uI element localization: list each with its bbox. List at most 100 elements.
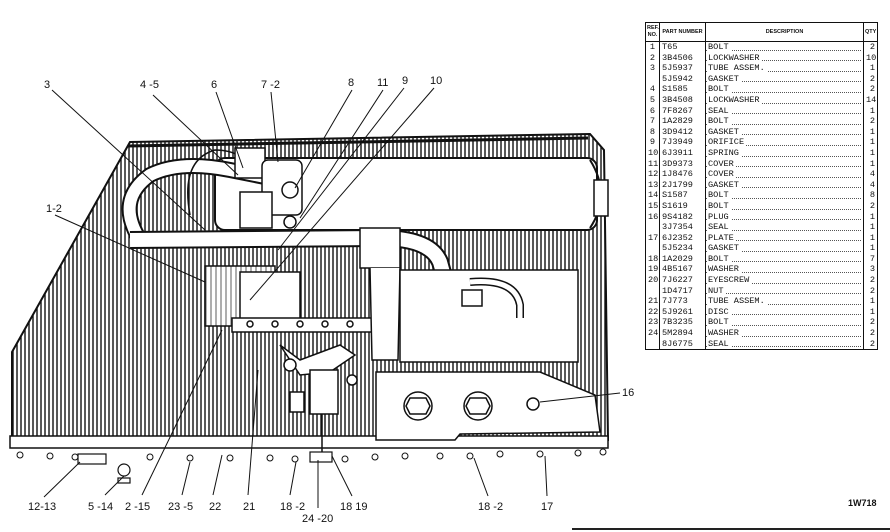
dot-leader <box>706 240 861 242</box>
qty-cell: 8 <box>863 190 878 201</box>
bottom-rule <box>572 528 890 530</box>
part-number-cell: 5J9261 <box>659 306 706 318</box>
description-text: PLATE <box>708 232 736 243</box>
qty-cell: 2 <box>863 73 878 85</box>
part-number-cell: 6J2352 <box>659 232 706 244</box>
valve-block <box>234 147 303 229</box>
description-text: PLUG <box>708 211 731 222</box>
qty-cell: 1 <box>863 126 878 138</box>
description-text: GASKET <box>708 73 741 84</box>
dot-leader <box>706 293 861 295</box>
dot-leader <box>706 219 861 221</box>
part-number-cell: 7B3235 <box>659 317 706 329</box>
description-text: WASHER <box>708 264 741 275</box>
part-number-cell: 7J3949 <box>659 137 706 148</box>
engine-parts-diagram: 3 4 -5 6 7 -2 8 11 9 10 1-2 16 12-13 5 -… <box>9 75 634 525</box>
base-bolts <box>16 448 607 463</box>
description-text: GASKET <box>708 243 741 254</box>
header-qty: QTY <box>863 22 878 42</box>
description-text: SEAL <box>708 105 731 116</box>
part-number-cell: 6J3911 <box>659 147 706 159</box>
part-number-cell: 3B4508 <box>659 94 706 106</box>
ref-cell: 16 <box>645 211 660 223</box>
table-header-row: REF. NO. PART NUMBER DESCRIPTION QTY <box>645 22 878 42</box>
description-cell: GASKET <box>705 73 864 85</box>
description-cell: DISC <box>705 306 864 318</box>
ref-cell: 19 <box>645 264 660 276</box>
upper-cylinder <box>214 157 609 231</box>
dot-leader <box>706 325 861 327</box>
part-number-cell: 4B5167 <box>659 264 706 276</box>
dot-leader <box>706 91 861 93</box>
part-number-cell: 1A2029 <box>659 253 706 265</box>
dot-leader <box>706 250 861 252</box>
description-cell: WASHER <box>705 264 864 276</box>
dot-leader <box>706 187 861 189</box>
description-cell: PLATE <box>705 232 864 244</box>
ref-cell: 23 <box>645 317 660 329</box>
part-number-cell: S1585 <box>659 84 706 95</box>
description-text: GASKET <box>708 126 741 137</box>
ref-cell <box>645 222 660 233</box>
ref-cell: 17 <box>645 232 660 244</box>
callout-5-14: 5 -14 <box>88 501 113 513</box>
dot-leader <box>706 70 861 72</box>
qty-cell: 1 <box>863 147 878 159</box>
description-text: BOLT <box>708 200 731 211</box>
qty-cell: 2 <box>863 116 878 127</box>
ref-cell: 15 <box>645 200 660 212</box>
ref-cell <box>645 73 660 85</box>
ref-cell: 6 <box>645 105 660 117</box>
header-ref-no: REF. NO. <box>645 22 660 42</box>
ref-cell: 2 <box>645 52 660 64</box>
callout-11: 11 <box>377 77 388 89</box>
ref-cell: 18 <box>645 253 660 265</box>
dot-leader <box>706 197 861 199</box>
callout-18-2-right: 18 -2 <box>478 501 503 513</box>
description-text: BOLT <box>708 190 731 201</box>
dot-leader <box>706 60 861 62</box>
description-text: TUBE ASSEM. <box>708 296 767 307</box>
dot-leader <box>706 282 861 284</box>
callout-3: 3 <box>44 79 50 91</box>
lower-small-parts <box>77 451 333 484</box>
cover-plate <box>375 371 601 441</box>
qty-cell: 4 <box>863 169 878 180</box>
qty-cell: 1 <box>863 211 878 223</box>
part-number-cell: 1A2829 <box>659 116 706 127</box>
description-cell: BOLT <box>705 200 864 212</box>
ref-cell: 21 <box>645 296 660 307</box>
part-number-cell: 9S4182 <box>659 211 706 223</box>
description-cell: TUBE ASSEM. <box>705 296 864 307</box>
qty-cell: 1 <box>863 222 878 233</box>
description-text: WASHER <box>708 328 741 339</box>
description-text: ORIFICE <box>708 137 747 148</box>
dot-leader <box>706 272 861 274</box>
dot-leader <box>706 314 861 316</box>
ref-cell: 7 <box>645 116 660 127</box>
description-cell: BOLT <box>705 116 864 127</box>
part-number-cell: S1587 <box>659 190 706 201</box>
part-number-cell: 3B4506 <box>659 52 706 64</box>
header-part-number: PART NUMBER <box>659 22 706 42</box>
qty-cell: 7 <box>863 253 878 265</box>
description-text: COVER <box>708 158 736 169</box>
description-text: LOCKWASHER <box>708 94 762 105</box>
right-block <box>399 269 579 363</box>
qty-cell: 3 <box>863 264 878 276</box>
qty-cell: 2 <box>863 41 878 53</box>
qty-cell: 2 <box>863 84 878 95</box>
